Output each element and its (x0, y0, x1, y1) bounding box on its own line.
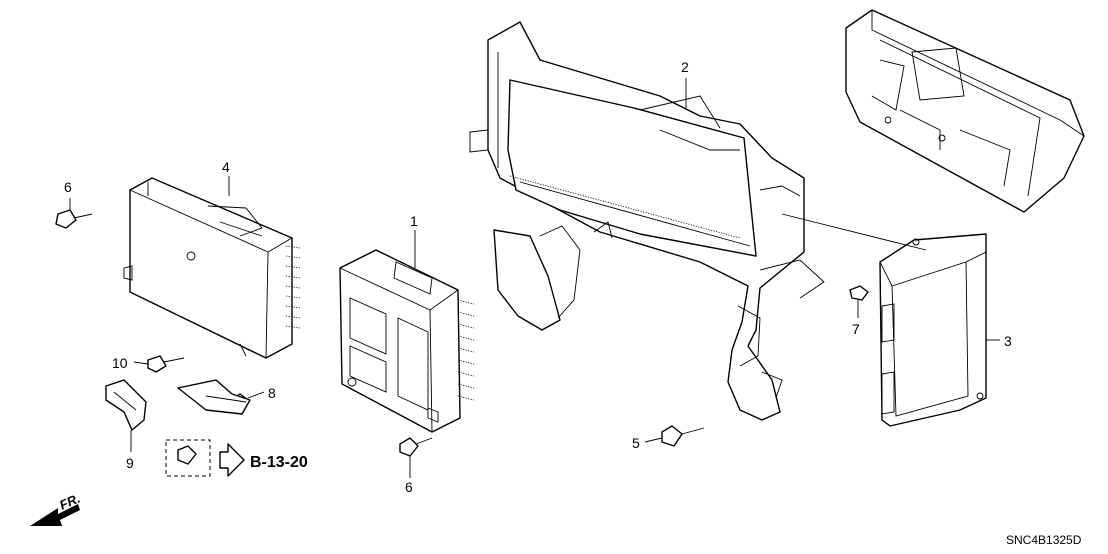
fastener-6-bottom (399, 437, 433, 457)
fastener-10 (147, 355, 185, 373)
dashboard-panel (845, 9, 1085, 213)
callout-9: 9 (126, 455, 134, 471)
part-9-clip (105, 379, 147, 431)
leader-lines (69, 78, 1000, 478)
part-4-control-unit (123, 177, 301, 359)
callout-8: 8 (268, 385, 276, 401)
callout-5: 5 (632, 435, 640, 451)
alignment-line (781, 213, 927, 251)
callout-labels: 1 2 3 4 5 6 6 7 8 9 10 (64, 59, 1012, 495)
part-3-module (879, 233, 987, 427)
callout-7: 7 (852, 321, 860, 337)
fastener-6-top (55, 209, 93, 229)
fastener-7 (849, 285, 869, 301)
callout-2: 2 (681, 59, 689, 75)
callout-3: 3 (1004, 333, 1012, 349)
fastener-in-box (177, 445, 197, 465)
diagram-code: SNC4B1325D (1006, 533, 1082, 547)
callout-4: 4 (222, 159, 230, 175)
small-bracket (177, 379, 251, 415)
callout-1: 1 (410, 213, 418, 229)
reference-arrow (219, 443, 245, 477)
part-2-bracket-frame (469, 21, 825, 421)
part-1-control-unit (339, 249, 475, 433)
callout-6-bottom: 6 (405, 479, 413, 495)
reference-label: B-13-20 (250, 454, 308, 471)
fastener-5 (661, 425, 705, 447)
callout-10: 10 (112, 355, 128, 371)
front-arrow (30, 504, 80, 526)
callout-6-top: 6 (64, 179, 72, 195)
reference-box (165, 439, 211, 477)
